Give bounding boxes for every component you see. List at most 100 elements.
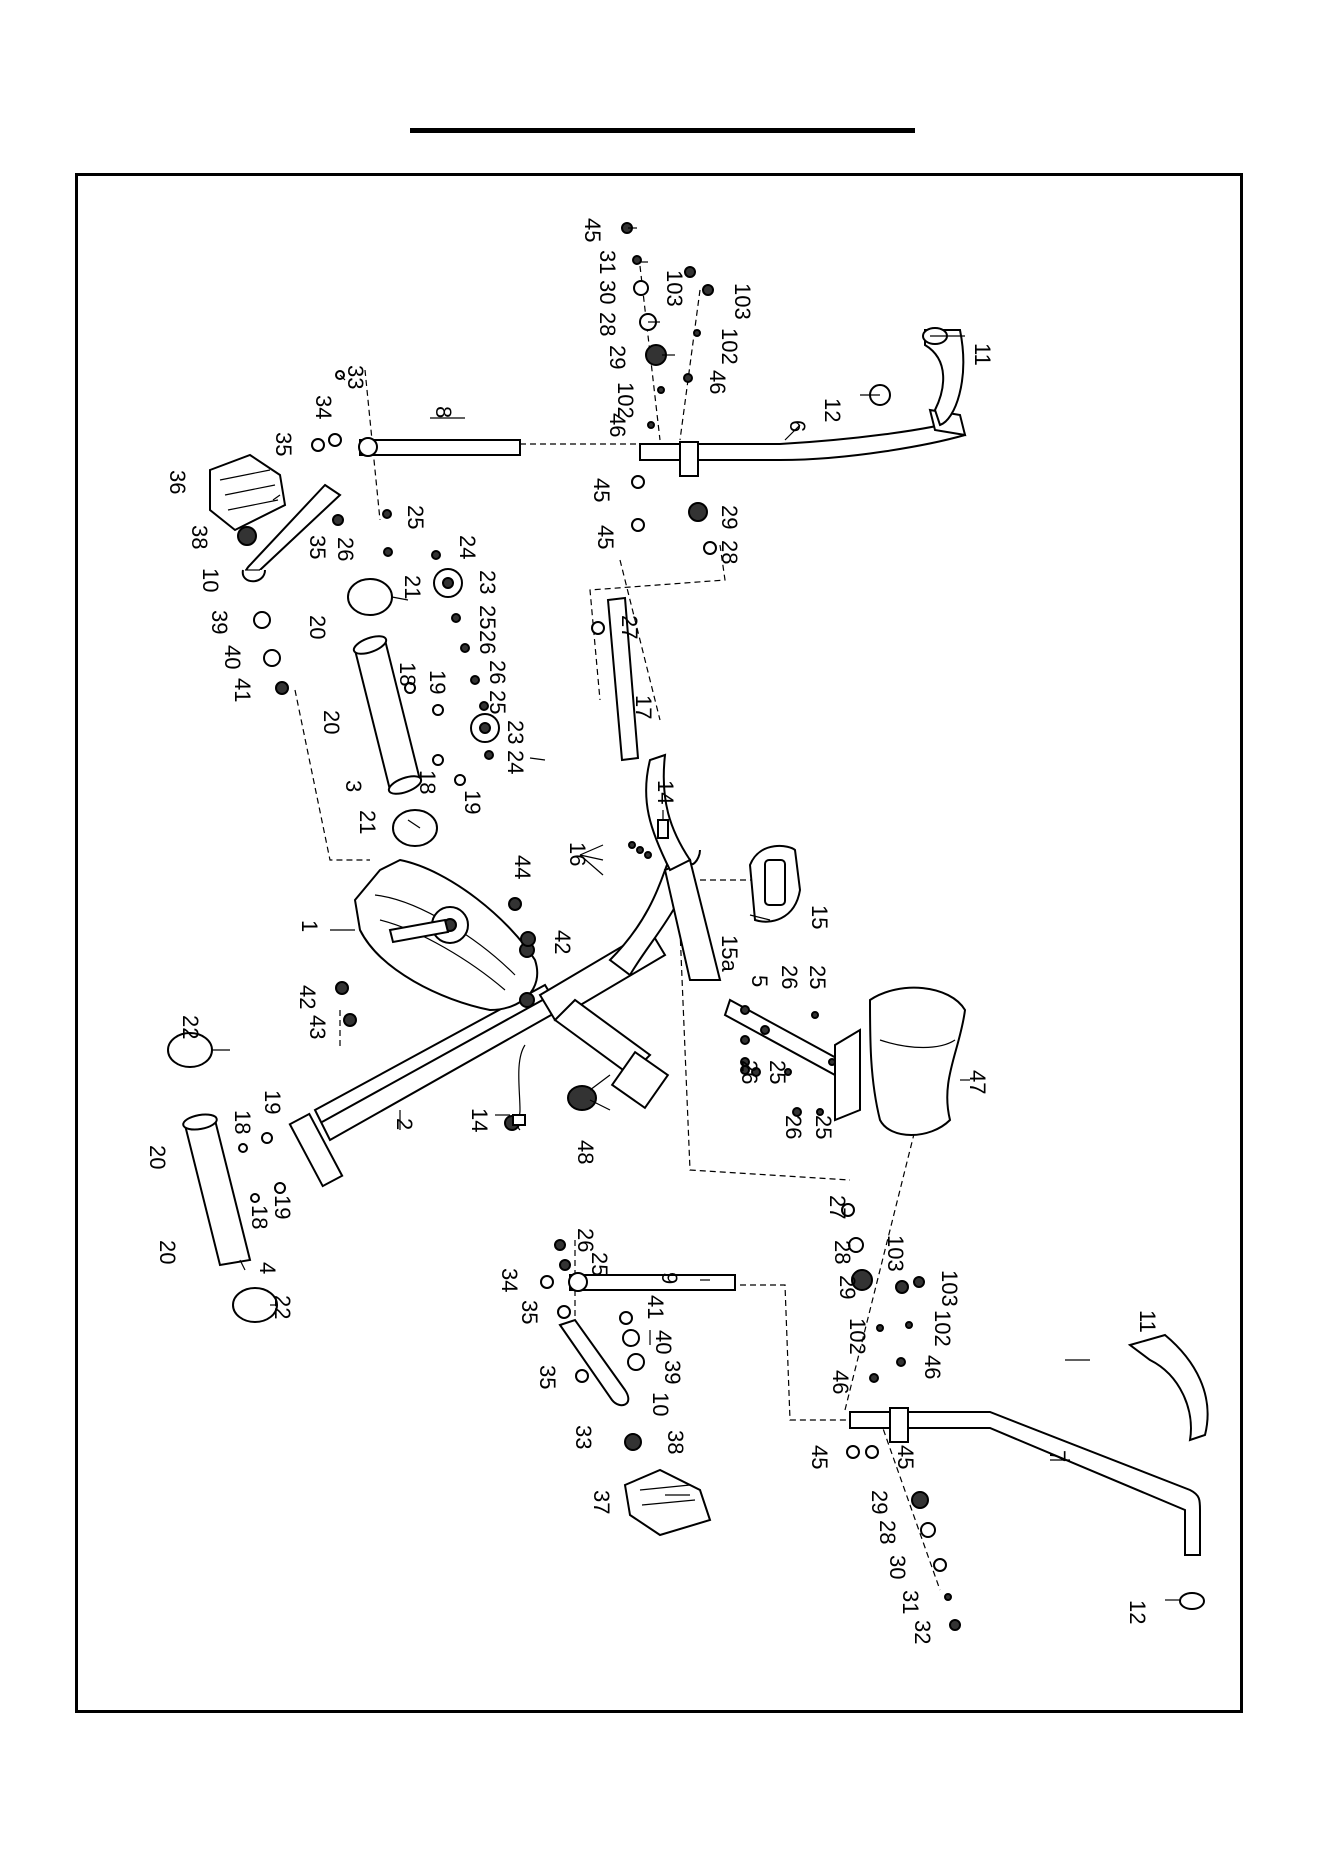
hardware-dots [237, 222, 961, 1631]
diagram-frame [75, 173, 1243, 1713]
label-35-top-b: 35 [305, 535, 330, 559]
label-19-left-a: 19 [260, 1090, 285, 1114]
label-28-top-b: 28 [717, 540, 742, 564]
label-42-mid: 42 [550, 930, 575, 954]
label-15: 15 [807, 905, 832, 929]
label-20-left-b: 20 [155, 1240, 180, 1264]
label-46-low-a: 46 [828, 1370, 853, 1394]
label-47: 47 [965, 1070, 990, 1094]
label-32-top: 45 [580, 218, 605, 242]
label-26-top: 26 [333, 537, 358, 561]
label-7: 7 [1045, 1450, 1070, 1462]
label-9: 9 [657, 1272, 682, 1284]
label-103-top-a: 103 [662, 270, 687, 307]
label-102-low-a: 102 [845, 1318, 870, 1355]
label-33-top: 33 [343, 365, 368, 389]
label-17: 17 [631, 695, 656, 719]
end-caps [167, 578, 438, 1323]
label-40: 40 [220, 645, 245, 669]
front-stabilizer-part-4 [182, 1113, 252, 1267]
label-31-top: 31 [595, 250, 620, 274]
label-102-top-a: 102 [613, 382, 638, 419]
label-8: 8 [431, 406, 456, 418]
label-23-top: 23 [475, 570, 500, 594]
main-frame-part-2 [288, 753, 722, 1188]
label-41-top: 41 [230, 678, 255, 702]
upper-handlebar-part-6 [639, 327, 967, 477]
label-24-mid: 24 [503, 750, 528, 774]
label-19-mid-b: 19 [460, 790, 485, 814]
label-22-bottom: 22 [270, 1295, 295, 1319]
label-29-low-b: 29 [867, 1490, 892, 1514]
label-34-low: 34 [497, 1268, 522, 1292]
label-25-seat-b: 25 [765, 1060, 790, 1084]
label-48: 48 [573, 1140, 598, 1164]
label-44: 44 [510, 855, 535, 879]
label-103-low-a: 103 [883, 1235, 908, 1272]
label-46-top-b: 46 [705, 370, 730, 394]
label-26-seat-a: 26 [777, 965, 802, 989]
handlebar-post-part-17 [606, 596, 640, 762]
label-5: 5 [747, 975, 772, 987]
label-35-top-a: 35 [271, 432, 296, 456]
console-part-15 [748, 844, 802, 923]
label-10-low: 10 [648, 1392, 673, 1416]
label-103-low-b: 103 [937, 1270, 962, 1307]
label-45-top-b: 45 [593, 525, 618, 549]
label-26-low: 26 [573, 1228, 598, 1252]
crank-arm-part-9 [568, 1272, 736, 1292]
label-6: 6 [785, 420, 810, 432]
label-34-top: 34 [311, 395, 336, 419]
label-14-top: 14 [653, 780, 678, 804]
seat-part-47 [868, 986, 967, 1136]
label-20-left-a: 20 [145, 1145, 170, 1169]
label-19-left-b: 19 [270, 1195, 295, 1219]
label-20-mid: 20 [319, 710, 344, 734]
label-46-top-a: 46 [605, 413, 630, 437]
label-25-mid-b: 25 [485, 690, 510, 714]
rear-stabilizer-part-3 [352, 635, 423, 795]
label-36: 36 [165, 470, 190, 494]
label-35-low-b: 35 [535, 1365, 560, 1389]
label-28-top: 28 [595, 312, 620, 336]
label-29-low-a: 29 [835, 1275, 860, 1299]
pedal-part-36 [209, 453, 287, 532]
label-26-mid-b: 26 [485, 660, 510, 684]
label-20-top: 20 [305, 615, 330, 639]
label-11-top: 11 [970, 343, 995, 366]
label-29-top: 29 [605, 345, 630, 369]
label-23-mid: 23 [503, 720, 528, 744]
label-27-top: 27 [617, 615, 642, 639]
label-39-low: 39 [660, 1360, 685, 1384]
label-26-seat-c: 26 [781, 1115, 806, 1139]
label-21-mid: 21 [355, 810, 380, 834]
transport-wheels-part-23 [433, 568, 500, 743]
label-39: 39 [207, 610, 232, 634]
label-25-low: 25 [587, 1252, 612, 1276]
label-18-left-a: 18 [230, 1110, 255, 1134]
label-35-low-a: 35 [517, 1300, 542, 1324]
title-underline [410, 128, 915, 133]
leader-lines [212, 227, 1180, 1601]
label-25-top: 25 [403, 505, 428, 529]
label-102-low-b: 102 [930, 1310, 955, 1347]
label-26-seat-b: 26 [737, 1060, 762, 1084]
label-18-mid-a: 18 [395, 662, 420, 686]
label-45-top-a: 45 [589, 478, 614, 502]
part-labels: 45 31 30 28 29 102 46 45 45 103 103 102 … [145, 218, 1160, 1644]
label-37: 37 [589, 1490, 614, 1514]
adjustment-knob-part-48 [567, 1074, 611, 1111]
label-30-top: 30 [595, 280, 620, 304]
label-12-top: 12 [820, 398, 845, 422]
label-4: 4 [255, 1262, 280, 1274]
label-26-mid-a: 26 [475, 630, 500, 654]
pedal-part-37 [623, 1468, 712, 1537]
label-33-low: 33 [571, 1425, 596, 1449]
pedal-arm-part-10-bottom [558, 1318, 630, 1407]
label-43: 43 [305, 1015, 330, 1039]
label-38-low: 38 [663, 1430, 688, 1454]
label-25-seat-a: 25 [805, 965, 830, 989]
label-38-top: 38 [187, 525, 212, 549]
label-18-left-b: 18 [247, 1205, 272, 1229]
